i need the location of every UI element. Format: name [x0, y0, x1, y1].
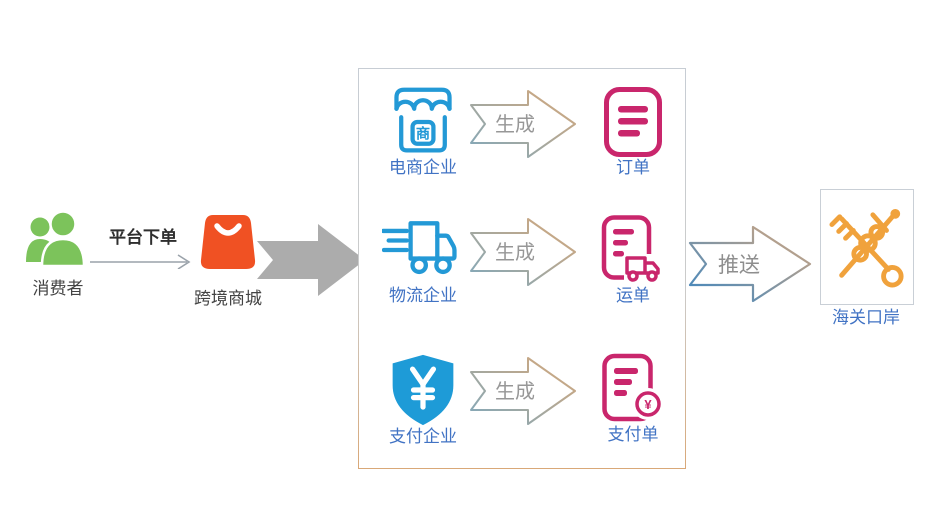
store-glyph: 商 [416, 125, 430, 143]
row-ecommerce: 商 电商企业 生成 订单 [359, 86, 685, 198]
customs-box [820, 189, 914, 305]
payment-shield-icon [392, 354, 454, 426]
mall-label: 跨境商城 [194, 289, 262, 308]
payment-document: ¥ 支付单 [597, 353, 669, 445]
logistics-entity: 物流企业 [373, 214, 473, 306]
order-document: 订单 [597, 86, 669, 178]
customs-label: 海关口岸 [832, 308, 900, 327]
consumer-label: 消费者 [32, 279, 84, 298]
payment-doc-icon: ¥ [602, 353, 664, 422]
generate-arrow-icon: 生成 [470, 90, 576, 158]
generate-arrow-icon: 生成 [470, 357, 576, 425]
consumers-icon [26, 210, 86, 268]
document-label: 订单 [616, 158, 650, 177]
waybill-document: 运单 [597, 214, 669, 306]
generate-label: 生成 [495, 241, 535, 264]
generate-label: 生成 [495, 380, 535, 403]
flow-block-arrow-icon [257, 224, 365, 296]
shopping-bag-icon [200, 215, 256, 269]
generate-arrow-icon: 生成 [470, 218, 576, 286]
order-doc-icon [604, 87, 662, 157]
push-label: 推送 [718, 254, 760, 277]
platform-order-label: 平台下单 [109, 228, 177, 247]
document-label: 支付单 [607, 425, 659, 444]
entity-label: 电商企业 [389, 158, 457, 177]
ecommerce-entity: 商 电商企业 [373, 86, 473, 178]
yuan-glyph: ¥ [644, 397, 652, 412]
push-arrow-icon: 推送 [688, 225, 812, 303]
consumer-group: 消费者 [22, 210, 94, 299]
thin-arrow-icon [90, 254, 191, 269]
waybill-doc-icon [601, 215, 666, 286]
entity-label: 支付企业 [389, 427, 457, 446]
customs-emblem-icon [829, 208, 904, 288]
generate-label: 生成 [495, 113, 535, 136]
document-label: 运单 [616, 286, 650, 305]
payment-entity: 支付企业 [373, 353, 473, 447]
enterprise-box: 商 电商企业 生成 订单 [358, 68, 686, 469]
mall-group: 跨境商城 [190, 212, 266, 309]
delivery-truck-icon [382, 221, 457, 275]
row-logistics: 物流企业 生成 [359, 214, 685, 326]
entity-label: 物流企业 [389, 286, 457, 305]
storefront-icon: 商 [394, 87, 452, 153]
row-payment: 支付企业 生成 ¥ 支付单 [359, 353, 685, 465]
platform-order-arrow: 平台下单 [90, 228, 196, 269]
